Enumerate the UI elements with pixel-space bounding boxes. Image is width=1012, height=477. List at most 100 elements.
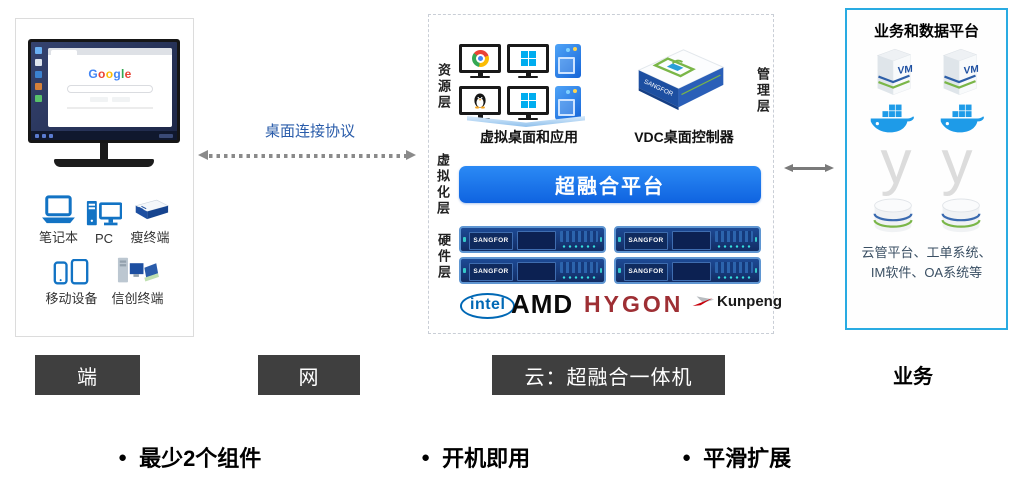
tier-label-endpoint: 端: [35, 355, 140, 395]
app-logo-y: y: [941, 128, 973, 197]
database-icon: [940, 198, 981, 233]
svg-text:VM: VM: [897, 64, 912, 77]
server-panel: [672, 231, 711, 250]
device-label: 移动设备: [45, 291, 98, 306]
database-icon-row: [870, 198, 984, 235]
sangfor-logo: SANGFOR: [624, 231, 668, 250]
virtual-desktop-row-1: [459, 44, 581, 78]
server-drive-slots: [715, 262, 753, 273]
device-thin-client: 瘦终端: [130, 198, 170, 246]
business-box-title: 业务和数据平台: [873, 23, 979, 40]
amd-logo: AMD: [511, 289, 574, 319]
vm-box-icon: VM: [876, 48, 912, 96]
device-label: 瘦终端: [130, 230, 170, 245]
server-node: SANGFOR: [614, 257, 761, 284]
intel-logo: intel: [460, 293, 516, 319]
text-line: [66, 107, 154, 109]
layer-label-virtualization: 虚拟化层: [435, 153, 450, 217]
virtual-app-icon: [555, 44, 581, 78]
device-pc: PC: [86, 200, 122, 246]
server-drive-slots: [560, 231, 598, 242]
server-panel: [517, 231, 556, 250]
bullet-icon: ●: [421, 448, 431, 466]
monitor-stand-neck: [100, 143, 108, 159]
layer-label-hardware: 硬件层: [436, 233, 451, 281]
bullet-point: ● 平滑扩展: [682, 446, 792, 471]
hci-platform-bar: 超融合平台: [459, 166, 761, 203]
linux-penguin-icon: [474, 93, 486, 109]
vm-monitor-windows: [507, 44, 549, 78]
bullet-point: ● 开机即用: [421, 446, 531, 471]
docker-whale-icon: [940, 104, 984, 133]
endpoint-panel: Google 笔记本: [15, 18, 194, 337]
virtual-app-icon: [555, 86, 581, 120]
taskbar: [31, 131, 177, 140]
xinchuang-terminal-icon: [117, 257, 159, 283]
vdi-caption: 虚拟桌面和应用: [480, 129, 578, 145]
device-xinchuang: 信创终端: [112, 255, 164, 307]
vdc-controller-appliance: SANGFOR: [625, 43, 737, 120]
app-logo-row: y y: [881, 130, 973, 196]
bullet-point: ● 最少2个组件: [118, 446, 262, 471]
server-node: SANGFOR: [614, 226, 761, 253]
device-label: PC: [94, 231, 114, 246]
sangfor-logo: SANGFOR: [624, 262, 668, 281]
server-panel: [672, 262, 711, 281]
cpu-vendor-row: intel AMD HYGON Kunpeng: [429, 285, 782, 321]
arrowhead-right-icon: [406, 150, 416, 160]
arrowhead-right-icon: [825, 163, 834, 172]
tier-label-business: 业务: [893, 366, 933, 388]
virtual-desktop-row-2: [459, 86, 581, 120]
bullet-icon: ●: [118, 448, 128, 466]
tier-label-cloud: 云：超融合一体机: [492, 355, 725, 395]
business-apps-caption: 云管平台、工单系统、 IM软件、OA系统等: [861, 245, 992, 281]
chrome-icon: [471, 50, 489, 67]
server-panel: [517, 262, 556, 281]
layer-label-management: 管理层: [755, 67, 770, 115]
business-platform-box: 业务和数据平台 VM VM: [845, 8, 1008, 330]
browser-tab-bar: [48, 48, 172, 55]
server-drive-slots: [560, 262, 598, 273]
search-input: [66, 85, 154, 93]
device-label: 笔记本: [38, 230, 78, 245]
vm-icon-row: VM VM: [873, 47, 981, 97]
pc-icon: [86, 201, 122, 226]
vm-monitor-windows-2: [507, 86, 549, 120]
search-buttons: [48, 97, 172, 102]
desktop-monitor: Google: [28, 39, 180, 167]
browser-window: Google: [48, 48, 172, 127]
server-rack-grid: SANGFOR SANGFOR SANGFOR SANGFOR: [459, 226, 761, 284]
vdc-appliance-icon: SANGFOR: [637, 49, 725, 111]
server-led-dots: [560, 274, 598, 279]
server-node: SANGFOR: [459, 257, 606, 284]
server-led-dots: [715, 274, 753, 279]
hygon-logo: HYGON: [584, 291, 684, 317]
device-laptop: 笔记本: [39, 195, 78, 246]
windows-icon: [520, 93, 536, 108]
mobile-devices-icon: [54, 259, 89, 285]
vm-monitor-chrome: [459, 44, 501, 78]
sangfor-logo: SANGFOR: [469, 231, 513, 250]
kunpeng-logo: Kunpeng: [691, 293, 782, 310]
solid-connection-line: [792, 167, 826, 170]
server-led-dots: [715, 243, 753, 248]
thin-client-icon: [134, 199, 169, 220]
dotted-connection-line: [209, 154, 406, 158]
server-node: SANGFOR: [459, 226, 606, 253]
monitor-stand-base: [54, 159, 154, 167]
sangfor-logo: SANGFOR: [469, 262, 513, 281]
server-led-dots: [560, 243, 598, 248]
windows-icon: [520, 51, 536, 66]
device-label: 信创终端: [111, 291, 164, 306]
vm-monitor-linux: [459, 86, 501, 120]
app-logo-y: y: [880, 128, 912, 197]
database-icon: [872, 198, 913, 233]
layer-label-resource: 资源层: [436, 63, 451, 111]
protocol-label: 桌面连接协议: [264, 123, 355, 140]
server-drive-slots: [715, 231, 753, 242]
device-row-2: 移动设备 信创终端: [16, 255, 193, 307]
cloud-hci-box: 资源层 管理层 虚拟化层 硬件层: [428, 14, 782, 334]
desktop-icons: [35, 47, 42, 102]
monitor-screen: Google: [28, 39, 180, 143]
